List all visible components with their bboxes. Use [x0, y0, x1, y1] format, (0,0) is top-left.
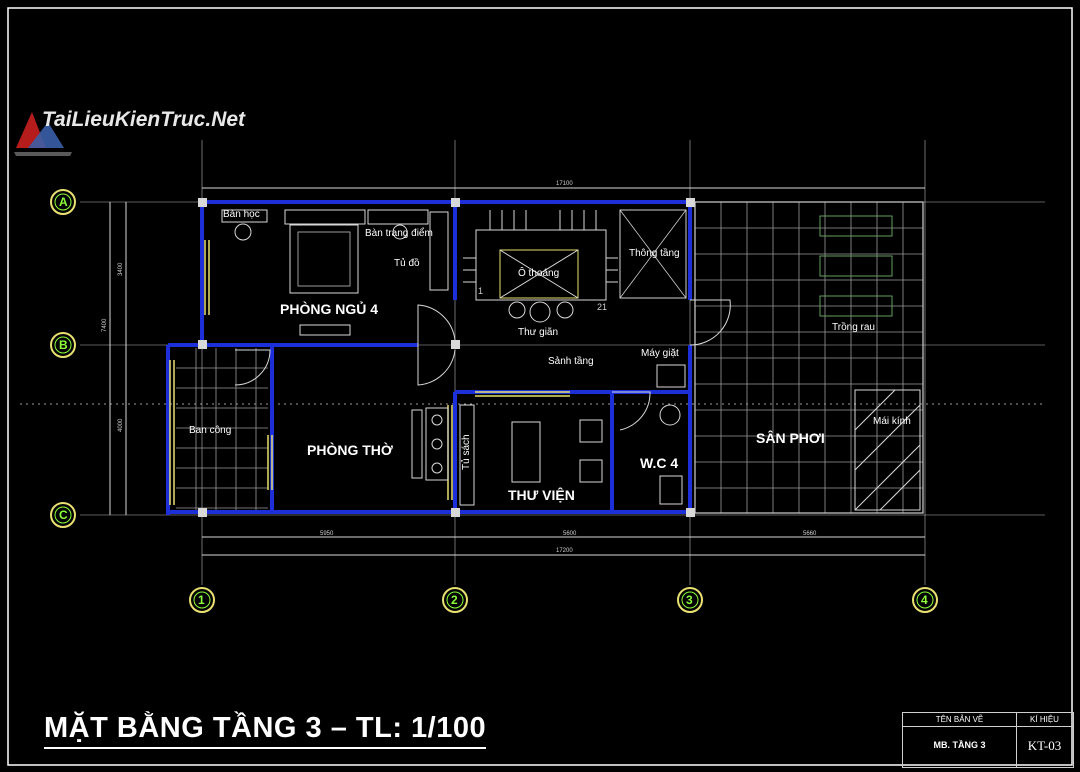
dim-left-total: 7400: [102, 318, 108, 332]
terrace-outline: [694, 201, 924, 514]
label-washer: Máy giặt: [641, 348, 679, 359]
label-bookcase: Tủ sách: [460, 434, 472, 470]
title-block-code-value: KT-03: [1027, 738, 1062, 753]
altar: [411, 407, 449, 481]
windows: [169, 240, 570, 505]
svg-text:C: C: [59, 508, 68, 522]
axis-bubble-col-3: 3: [677, 587, 703, 613]
vent-shaft: [619, 209, 687, 299]
label-balcony: Ban công: [189, 425, 231, 436]
label-glass-roof: Mái kính: [873, 416, 911, 427]
label-stair-start: 1: [478, 286, 483, 296]
label-bedroom: PHÒNG NGỦ 4: [280, 300, 378, 317]
planters: [819, 215, 893, 317]
balcony-tile-grid: [176, 348, 268, 510]
wc-fixtures: [656, 364, 686, 505]
title-block-divider-h: [903, 726, 1073, 727]
drawing-title: MẶT BẰNG TẦNG 3 – TL: 1/100: [44, 711, 487, 749]
dim-bottom-seg-1: 5950: [320, 531, 334, 537]
label-dresser: Bàn trang điểm: [365, 227, 433, 239]
dim-left-lower: 4000: [118, 418, 124, 432]
label-relax: Thư giãn: [518, 327, 558, 338]
vent-shaft-cross-b: [619, 209, 687, 299]
title-block: TÊN BẢN VẼ KÍ HIỆU MB. TẦNG 3 KT-03: [902, 712, 1074, 768]
label-hall: Sảnh tầng: [548, 355, 594, 367]
doors: [234, 299, 731, 431]
title-block-divider-v: [1016, 713, 1017, 767]
label-library: THƯ VIỆN: [508, 486, 575, 503]
title-block-name-header: TÊN BẢN VẼ: [935, 715, 984, 724]
axis-bubble-row-a: A: [50, 189, 76, 215]
svg-text:A: A: [59, 195, 68, 209]
svg-text:3: 3: [686, 593, 693, 607]
dim-top-total: 17100: [556, 181, 573, 187]
label-altar-room: PHÒNG THỜ: [307, 441, 393, 458]
glass-roof: [854, 389, 921, 511]
logo-text: TaiLieuKienTruc.Net: [42, 108, 246, 131]
svg-text:B: B: [59, 338, 68, 352]
axis-bubble-row-b: B: [50, 332, 76, 358]
label-wc: W.C 4: [640, 455, 678, 471]
label-lightwell: Ô thoáng: [518, 266, 559, 279]
label-stair-end: 21: [597, 302, 607, 312]
terrace-tile-grid: [695, 202, 923, 513]
dim-bottom-total: 17200: [556, 548, 573, 554]
axis-bubble-col-2: 2: [442, 587, 468, 613]
stair: [463, 210, 618, 301]
axis-bubble-row-c: C: [50, 502, 76, 528]
dim-bottom-seg-2: 5600: [563, 531, 577, 537]
dresser-and-wardrobe: [221, 209, 449, 291]
label-garden: Trồng rau: [832, 321, 875, 333]
site-logo: TaiLieuKienTruc.Net: [14, 104, 264, 156]
svg-text:2: 2: [451, 593, 458, 607]
dim-left-upper: 3400: [118, 262, 124, 276]
drawing-frame: [7, 7, 1073, 766]
label-terrace: SÂN PHƠI: [756, 429, 825, 446]
relax-seating: [508, 301, 574, 323]
bed: [284, 209, 366, 336]
svg-text:4: 4: [921, 593, 928, 607]
title-block-code-header: KÍ HIỆU: [1030, 715, 1059, 724]
library-furniture: [459, 404, 603, 506]
svg-text:1: 1: [198, 593, 205, 607]
label-desk: Bàn học: [223, 209, 260, 220]
columns: [198, 198, 695, 517]
label-wardrobe: Tủ đồ: [394, 257, 420, 269]
logo-mark-icon: [14, 112, 72, 156]
axis-bubble-col-4: 4: [912, 587, 938, 613]
axis-bubble-col-1: 1: [189, 587, 215, 613]
label-vent-shaft: Thông tầng: [629, 247, 680, 259]
dimension-lines: [109, 187, 925, 556]
title-block-name-value: MB. TẦNG 3: [933, 740, 986, 750]
dim-bottom-seg-3: 5660: [803, 531, 817, 537]
